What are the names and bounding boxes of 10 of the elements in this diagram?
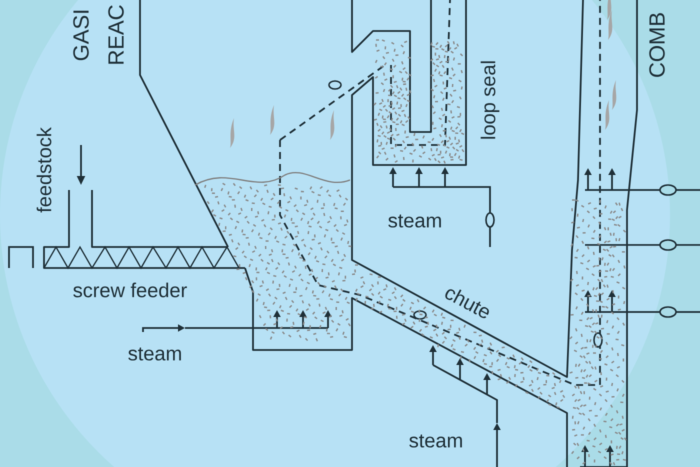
label: steam: [388, 214, 441, 228]
label: COMB: [649, 13, 665, 77]
label: steam: [409, 434, 462, 448]
label: screw feeder: [73, 282, 187, 298]
label: loop seal: [480, 61, 500, 139]
label: chute: [445, 289, 489, 318]
label: steam: [128, 347, 181, 361]
label: GASI: [73, 10, 89, 60]
label: REAC: [108, 5, 124, 64]
label: feedstock: [36, 127, 52, 213]
